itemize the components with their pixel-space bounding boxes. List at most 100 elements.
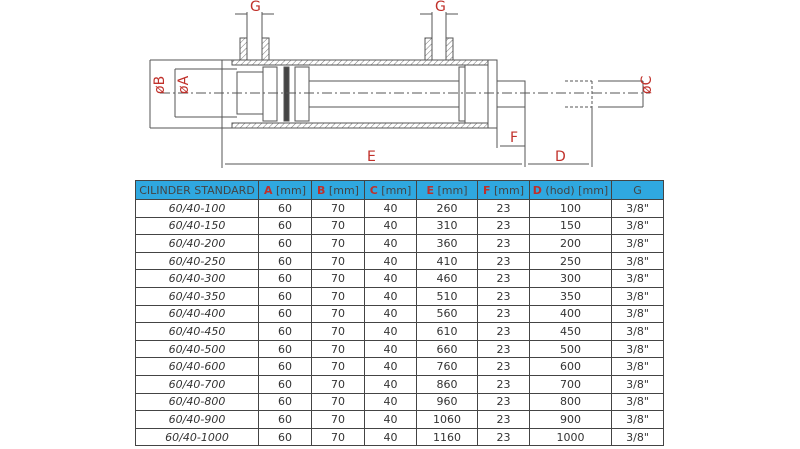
table-cell: 3/8": [611, 392, 664, 412]
dim-label-f: F: [510, 130, 518, 146]
table-cell: 3/8": [611, 216, 664, 236]
table-cell: 350: [529, 286, 612, 306]
table-cell: 100: [529, 199, 612, 218]
table-cell: 600: [529, 357, 612, 376]
table-cell: 60: [258, 357, 312, 376]
column-label: [mm]: [434, 183, 468, 197]
table-cell: 70: [311, 392, 365, 412]
column-label: CILINDER STANDARD: [139, 183, 255, 197]
table-cell: 23: [477, 374, 530, 394]
table-cell: 23: [477, 357, 530, 376]
table-cell: 450: [529, 322, 612, 341]
table-cell: 60/40-600: [135, 357, 259, 376]
column-key: B: [317, 183, 326, 197]
table-cell: 70: [311, 251, 365, 271]
table-cell: 40: [364, 234, 417, 253]
dim-label-c: øC: [639, 75, 655, 94]
column-header: E [mm]: [416, 180, 478, 200]
table-cell: 60/40-350: [135, 286, 259, 306]
table-cell: 3/8": [611, 234, 664, 253]
table-cell: 300: [529, 269, 612, 288]
table-cell: 40: [364, 251, 417, 271]
table-cell: 60: [258, 392, 312, 412]
column-key: A: [263, 183, 273, 197]
column-key: F: [482, 183, 491, 197]
table-cell: 23: [477, 410, 530, 429]
column-key: E: [426, 183, 434, 197]
table-cell: 70: [311, 216, 365, 236]
table-cell: 60/40-450: [135, 322, 259, 341]
table-cell: 610: [416, 322, 478, 341]
table-cell: 40: [364, 199, 417, 218]
column-header: F [mm]: [477, 180, 530, 200]
table-cell: 23: [477, 199, 530, 218]
column-label: G: [633, 183, 642, 197]
table-cell: 70: [311, 304, 365, 324]
table-cell: 23: [477, 304, 530, 324]
column-label: [mm]: [377, 183, 412, 197]
table-cell: 40: [364, 304, 417, 324]
table-cell: 60: [258, 251, 312, 271]
table-cell: 60/40-300: [135, 269, 259, 288]
table-cell: 60/40-250: [135, 251, 259, 271]
table-cell: 900: [529, 410, 612, 429]
table-cell: 500: [529, 339, 612, 359]
table-cell: 60: [258, 322, 312, 341]
table-cell: 700: [529, 374, 612, 394]
table-cell: 60: [258, 199, 312, 218]
dim-label-e: E: [367, 149, 376, 165]
column-header: G: [611, 180, 664, 200]
table-cell: 3/8": [611, 357, 664, 376]
table-cell: 60: [258, 234, 312, 253]
table-cell: 410: [416, 251, 478, 271]
column-header: CILINDER STANDARD: [135, 180, 259, 200]
table-cell: 760: [416, 357, 478, 376]
table-cell: 23: [477, 234, 530, 253]
column-header: A [mm]: [258, 180, 312, 200]
column-key: D: [532, 183, 542, 197]
table-cell: 60/40-700: [135, 374, 259, 394]
table-cell: 70: [311, 374, 365, 394]
table-cell: 3/8": [611, 339, 664, 359]
table-cell: 60/40-400: [135, 304, 259, 324]
column-header: B [mm]: [311, 180, 365, 200]
table-cell: 40: [364, 339, 417, 359]
table-cell: 70: [311, 322, 365, 341]
table-cell: 23: [477, 322, 530, 341]
table-cell: 800: [529, 392, 612, 412]
table-cell: 70: [311, 199, 365, 218]
table-cell: 23: [477, 216, 530, 236]
table-cell: 70: [311, 427, 365, 447]
table-cell: 860: [416, 374, 478, 394]
table-cell: 23: [477, 339, 530, 359]
table-cell: 510: [416, 286, 478, 306]
table-cell: 23: [477, 427, 530, 447]
table-cell: 40: [364, 216, 417, 236]
table-cell: 60: [258, 304, 312, 324]
column-label: [mm]: [325, 183, 359, 197]
table-cell: 250: [529, 251, 612, 271]
column-header: C [mm]: [364, 180, 417, 200]
table-cell: 40: [364, 322, 417, 341]
table-cell: 23: [477, 286, 530, 306]
table-cell: 3/8": [611, 199, 664, 218]
table-cell: 70: [311, 234, 365, 253]
table-cell: 40: [364, 357, 417, 376]
table-cell: 3/8": [611, 374, 664, 394]
table-cell: 60/40-500: [135, 339, 259, 359]
table-cell: 3/8": [611, 286, 664, 306]
table-cell: 60/40-100: [135, 199, 259, 218]
table-cell: 3/8": [611, 304, 664, 324]
column-label: (hod) [mm]: [541, 183, 609, 197]
column-header: D (hod) [mm]: [529, 180, 612, 200]
